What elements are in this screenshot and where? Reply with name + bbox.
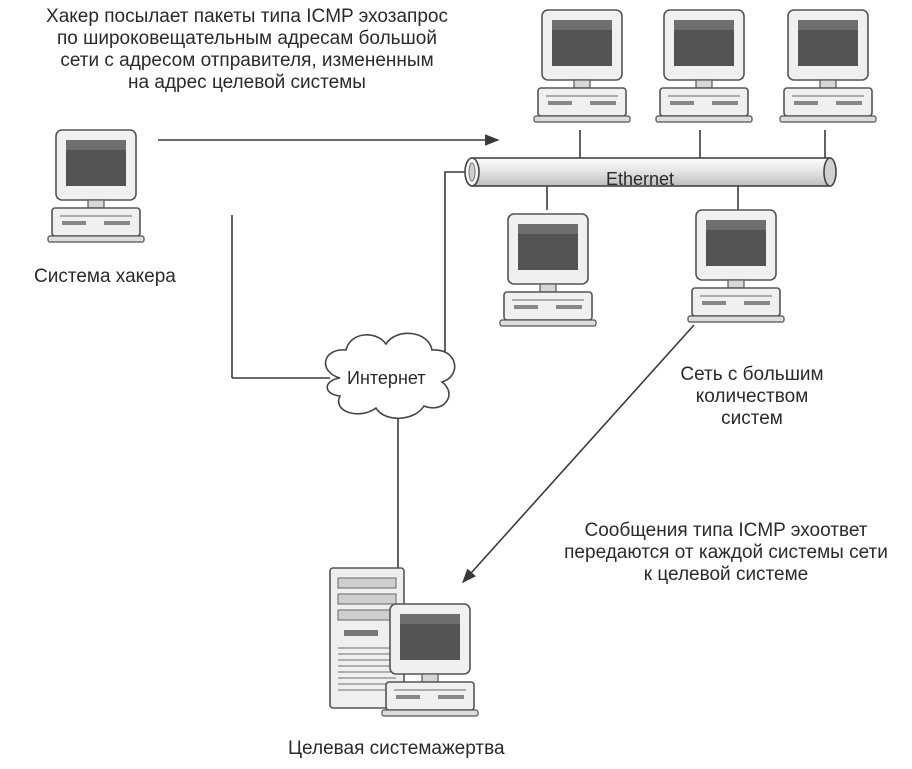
link-internet-ethernet [444, 171, 468, 378]
network-computer-bottom-2-icon [687, 209, 785, 323]
internet-label: Интернет [347, 368, 426, 388]
ethernet-bus [464, 157, 837, 187]
target-server-tower-icon [329, 567, 405, 709]
reply-caption-line-3: к целевой системе [643, 564, 809, 585]
hacker-computer-icon [47, 129, 145, 243]
attack-caption-line-1: Хакер посылает пакеты типа ICMP эхозапро… [46, 6, 448, 27]
reply-caption-line-1: Сообщения типа ICMP эхоответ [584, 520, 868, 541]
network-computer-top-1-icon [533, 9, 631, 123]
ethernet-label: Ethernet [606, 169, 675, 189]
attack-caption-line-4: на адрес целевой системы [128, 72, 366, 93]
network-computer-top-3-icon [779, 9, 877, 123]
attack-caption: Хакер посылает пакеты типа ICMP эхозапро… [0, 6, 494, 94]
reply-caption-line-2: передаются от каждой системы сети [564, 542, 888, 563]
network-caption-line-2: количеством [695, 386, 809, 407]
echo-reply-arrow [462, 324, 695, 584]
target-system-label: Целевая системажертва [288, 738, 505, 759]
network-caption: Сеть с большим количеством систем [672, 364, 832, 430]
network-caption-line-3: систем [721, 408, 783, 429]
target-computer-icon [381, 603, 479, 717]
attack-caption-line-3: сети с адресом отправителя, измененным [60, 50, 434, 71]
network-caption-line-1: Сеть с большим [680, 364, 824, 385]
reply-caption: Сообщения типа ICMP эхоответ передаются … [540, 520, 912, 586]
hacker-system-label: Система хакера [34, 266, 176, 287]
internet-cloud-icon [324, 332, 456, 419]
attack-caption-line-2: по широковещательным адресам большой [57, 28, 437, 49]
network-computer-top-2-icon [655, 9, 753, 123]
network-computer-bottom-1-icon [499, 213, 597, 327]
